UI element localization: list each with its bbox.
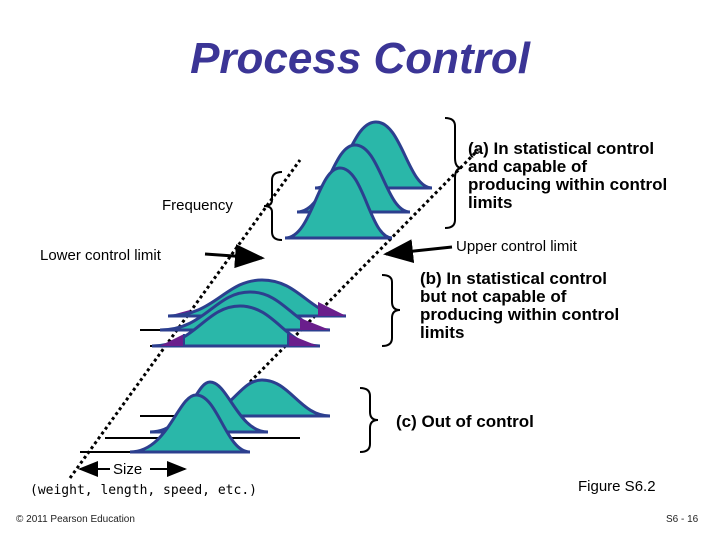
case-c-distributions: [80, 378, 331, 454]
lower-control-limit-label: Lower control limit: [40, 247, 161, 264]
curve-a-front: [284, 166, 393, 240]
tail-b-front-left: [160, 334, 184, 346]
case-b-distributions: [140, 278, 347, 348]
upper-control-limit-label: Upper control limit: [456, 238, 577, 255]
tail-b-middle-right: [300, 318, 330, 330]
case-b-brace: [381, 274, 401, 347]
frequency-label: Frequency: [162, 197, 233, 214]
case-a-distributions: [284, 120, 433, 240]
page-title: Process Control: [190, 34, 530, 83]
size-examples-label: (weight, length, speed, etc.): [30, 483, 257, 498]
upper-limit-arrow: [383, 239, 453, 264]
lower-limit-arrow: [204, 244, 265, 269]
case-c-brace: [359, 387, 379, 453]
curve-c-front: [129, 393, 251, 454]
copyright-footer: © 2011 Pearson Education: [16, 514, 135, 525]
case-c-text: (c) Out of control: [396, 412, 534, 431]
size-label: Size: [113, 461, 143, 478]
case-a-brace: [444, 117, 463, 229]
case-a-text: (a) In statistical control and capable o…: [468, 139, 668, 212]
tail-b-front-right: [288, 334, 318, 346]
case-b-text: (b) In statistical control but not capab…: [420, 269, 620, 342]
page-number: S6 - 16: [666, 514, 699, 525]
figure-label: Figure S6.2: [578, 478, 656, 495]
frequency-brace: [263, 171, 283, 241]
